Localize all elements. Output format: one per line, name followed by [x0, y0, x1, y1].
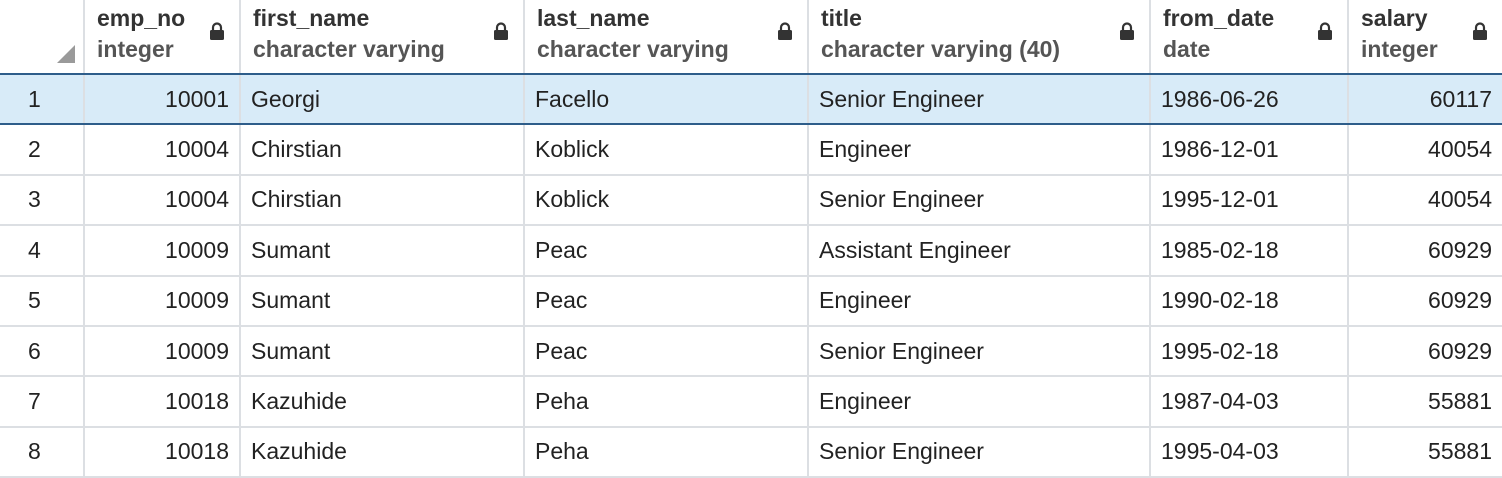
column-type: character varying (40)	[821, 36, 1061, 62]
cell-salary[interactable]: 40054	[1348, 174, 1502, 227]
table-row[interactable]: 2 10004 Chirstian Koblick Engineer 1986-…	[0, 124, 1502, 176]
table-row[interactable]: 7 10018 Kazuhide Peha Engineer 1987-04-0…	[0, 376, 1502, 428]
column-name: salary	[1361, 5, 1428, 31]
cell-title[interactable]: Senior Engineer	[808, 426, 1151, 478]
select-all-corner-icon	[57, 45, 75, 63]
column-name: first_name	[253, 5, 370, 31]
column-header-salary[interactable]: salary integer	[1348, 0, 1502, 75]
cell-last-name[interactable]: Koblick	[524, 174, 809, 227]
cell-salary[interactable]: 40054	[1348, 124, 1502, 176]
cell-salary[interactable]: 60929	[1348, 275, 1502, 327]
cell-salary[interactable]: 55881	[1348, 376, 1502, 428]
column-name: title	[821, 5, 862, 31]
table-row[interactable]: 6 10009 Sumant Peac Senior Engineer 1995…	[0, 325, 1502, 378]
cell-emp-no[interactable]: 10018	[84, 376, 241, 428]
cell-title[interactable]: Assistant Engineer	[808, 225, 1151, 277]
lock-icon	[494, 22, 508, 40]
cell-title[interactable]: Senior Engineer	[808, 74, 1151, 126]
cell-salary[interactable]: 60117	[1348, 74, 1502, 126]
row-number[interactable]: 7	[0, 376, 85, 428]
header-row: emp_no integer first_name character vary…	[0, 0, 1502, 75]
row-number[interactable]: 1	[0, 74, 85, 126]
cell-last-name[interactable]: Koblick	[524, 124, 809, 176]
column-type: character varying	[253, 36, 445, 62]
cell-last-name[interactable]: Peha	[524, 376, 809, 428]
row-number[interactable]: 8	[0, 426, 85, 478]
cell-first-name[interactable]: Chirstian	[240, 124, 525, 176]
cell-from-date[interactable]: 1987-04-03	[1150, 376, 1349, 428]
cell-first-name[interactable]: Sumant	[240, 225, 525, 277]
cell-first-name[interactable]: Kazuhide	[240, 376, 525, 428]
table-row[interactable]: 5 10009 Sumant Peac Engineer 1990-02-18 …	[0, 275, 1502, 327]
cell-from-date[interactable]: 1990-02-18	[1150, 275, 1349, 327]
cell-last-name[interactable]: Peha	[524, 426, 809, 478]
column-header-title[interactable]: title character varying (40)	[808, 0, 1151, 75]
cell-first-name[interactable]: Sumant	[240, 325, 525, 378]
row-number[interactable]: 5	[0, 275, 85, 327]
column-name: emp_no	[97, 5, 186, 31]
cell-title[interactable]: Engineer	[808, 124, 1151, 176]
column-header-last-name[interactable]: last_name character varying	[524, 0, 809, 75]
cell-last-name[interactable]: Peac	[524, 325, 809, 378]
cell-last-name[interactable]: Facello	[524, 74, 809, 126]
cell-from-date[interactable]: 1985-02-18	[1150, 225, 1349, 277]
cell-emp-no[interactable]: 10004	[84, 174, 241, 227]
cell-from-date[interactable]: 1986-06-26	[1150, 74, 1349, 126]
cell-title[interactable]: Senior Engineer	[808, 174, 1151, 227]
lock-icon	[1120, 22, 1134, 40]
lock-icon	[1318, 22, 1332, 40]
cell-salary[interactable]: 60929	[1348, 225, 1502, 277]
column-name: from_date	[1163, 5, 1275, 31]
cell-emp-no[interactable]: 10018	[84, 426, 241, 478]
cell-first-name[interactable]: Chirstian	[240, 174, 525, 227]
column-header-first-name[interactable]: first_name character varying	[240, 0, 525, 75]
table-row[interactable]: 1 10001 Georgi Facello Senior Engineer 1…	[0, 74, 1502, 126]
cell-emp-no[interactable]: 10001	[84, 74, 241, 126]
table-row[interactable]: 4 10009 Sumant Peac Assistant Engineer 1…	[0, 225, 1502, 277]
column-type: integer	[97, 36, 174, 62]
row-number[interactable]: 6	[0, 325, 85, 378]
lock-icon	[210, 22, 224, 40]
cell-from-date[interactable]: 1995-02-18	[1150, 325, 1349, 378]
cell-last-name[interactable]: Peac	[524, 275, 809, 327]
cell-first-name[interactable]: Georgi	[240, 74, 525, 126]
lock-icon	[1473, 22, 1487, 40]
row-number[interactable]: 4	[0, 225, 85, 277]
row-number[interactable]: 2	[0, 124, 85, 176]
row-number[interactable]: 3	[0, 174, 85, 227]
cell-last-name[interactable]: Peac	[524, 225, 809, 277]
cell-emp-no[interactable]: 10004	[84, 124, 241, 176]
column-name: last_name	[537, 5, 650, 31]
cell-title[interactable]: Senior Engineer	[808, 325, 1151, 378]
cell-salary[interactable]: 55881	[1348, 426, 1502, 478]
lock-icon	[778, 22, 792, 40]
column-header-emp-no[interactable]: emp_no integer	[84, 0, 241, 75]
cell-emp-no[interactable]: 10009	[84, 275, 241, 327]
select-all-corner[interactable]	[0, 0, 85, 75]
column-type: integer	[1361, 36, 1438, 62]
column-header-from-date[interactable]: from_date date	[1150, 0, 1349, 75]
cell-emp-no[interactable]: 10009	[84, 225, 241, 277]
cell-title[interactable]: Engineer	[808, 376, 1151, 428]
column-type: date	[1163, 36, 1211, 62]
cell-from-date[interactable]: 1995-04-03	[1150, 426, 1349, 478]
cell-from-date[interactable]: 1986-12-01	[1150, 124, 1349, 176]
cell-first-name[interactable]: Kazuhide	[240, 426, 525, 478]
cell-salary[interactable]: 60929	[1348, 325, 1502, 378]
column-type: character varying	[537, 36, 729, 62]
cell-first-name[interactable]: Sumant	[240, 275, 525, 327]
table-row[interactable]: 3 10004 Chirstian Koblick Senior Enginee…	[0, 174, 1502, 227]
cell-from-date[interactable]: 1995-12-01	[1150, 174, 1349, 227]
cell-title[interactable]: Engineer	[808, 275, 1151, 327]
table-row[interactable]: 8 10018 Kazuhide Peha Senior Engineer 19…	[0, 426, 1502, 478]
cell-emp-no[interactable]: 10009	[84, 325, 241, 378]
